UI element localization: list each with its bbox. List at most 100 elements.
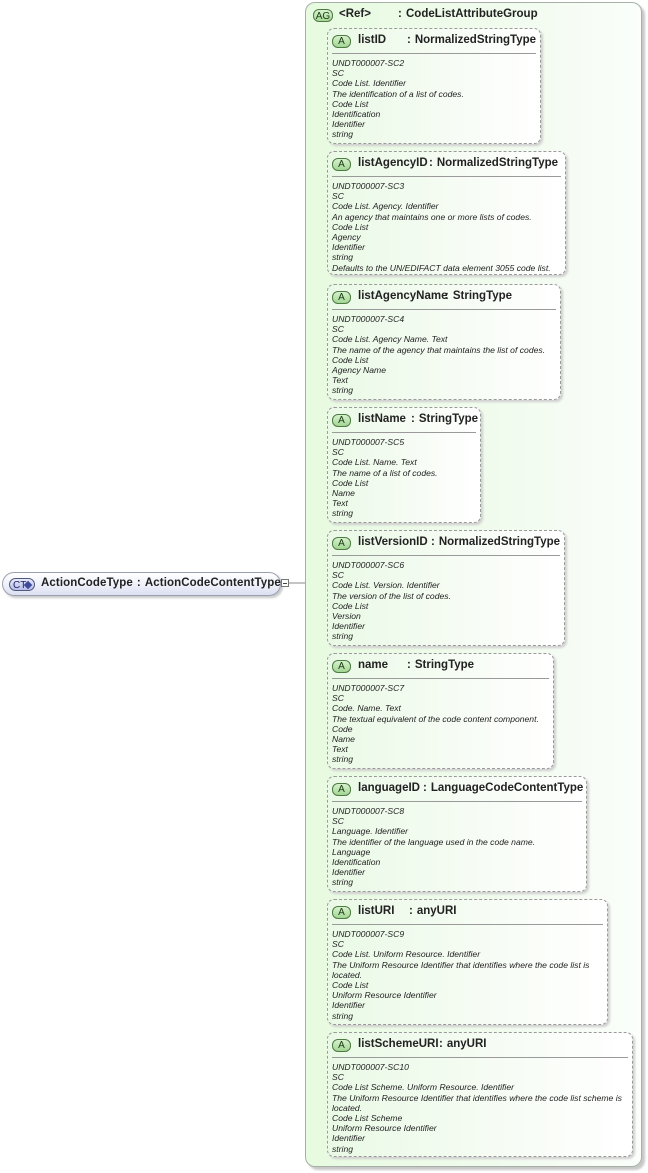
attribute-type-value: LanguageCodeContentType [430,782,584,794]
doc-line: Text [332,375,348,386]
attribute-documentation: UNDT000007-SC9 SC Code List. Uniform Res… [332,929,604,1021]
attribute-badge: A [332,158,351,171]
attribute-box[interactable]: A name :StringType UNDT000007-SC7 SC Cod… [327,653,554,769]
attribute-type: :LanguageCodeContentType [423,782,584,794]
attribute-badge: A [332,1039,351,1052]
attribute-name: listAgencyName [358,290,448,302]
doc-line: Code List [332,980,369,991]
complex-type-node[interactable]: CT ActionCodeType:ActionCodeContentType [2,572,281,596]
doc-line: string [332,129,354,140]
doc-line: Name [332,488,355,499]
doc-line: string [332,1143,354,1154]
attribute-divider [332,678,549,679]
doc-line: Uniform Resource Identifier [332,990,437,1001]
doc-line: Agency [332,232,361,243]
attribute-type-value: NormalizedStringType [436,157,559,169]
doc-line: Defaults to the UN/EDIFACT data element … [332,262,551,273]
doc-line: Language [332,846,371,857]
attribute-name: listSchemeURI [358,1038,439,1050]
attribute-divider [332,432,476,433]
doc-line: string [332,252,354,263]
doc-line: Text [332,498,348,509]
doc-line: UNDT000007-SC4 [332,314,405,324]
doc-line: Code List. Identifier [332,78,407,89]
doc-line: Identification [332,857,381,868]
complex-type-colon: : [136,577,141,589]
attribute-divider [332,176,561,177]
doc-line: Code List Scheme [332,1113,403,1124]
attribute-documentation: UNDT000007-SC4 SC Code List. Agency Name… [332,314,545,396]
doc-line: Version [332,611,361,622]
doc-line: UNDT000007-SC10 [332,1062,409,1072]
doc-line: Identification [332,109,381,120]
attribute-name: listVersionID [358,536,428,548]
doc-line: The Uniform Resource Identifier that ide… [332,1092,622,1113]
attribute-badge: A [332,291,351,304]
attribute-box[interactable]: A listID :NormalizedStringType UNDT00000… [327,28,541,144]
doc-line: SC [332,939,344,950]
attribute-type: :StringType [411,413,479,425]
complex-type-badge: CT [9,578,35,591]
attribute-box[interactable]: A listSchemeURI :anyURI UNDT000007-SC10 … [327,1032,633,1157]
attribute-name: name [358,659,389,671]
doc-line: Text [332,744,348,755]
attribute-type: :NormalizedStringType [431,536,561,548]
complex-type-badge-label: CT [13,580,27,591]
doc-line: Name [332,734,355,745]
doc-line: UNDT000007-SC9 [332,929,405,939]
attribute-box[interactable]: A listVersionID :NormalizedStringType UN… [327,530,565,646]
doc-line: UNDT000007-SC2 [332,58,405,68]
attribute-badge: A [332,414,351,427]
doc-line: Code [332,723,353,734]
attribute-badge: A [332,906,351,919]
attribute-group-ref: <Ref> [339,8,371,20]
attribute-box[interactable]: A languageID :LanguageCodeContentType UN… [327,776,587,892]
doc-line: UNDT000007-SC5 [332,437,405,447]
attribute-badge: A [332,35,351,48]
attribute-type-value: anyURI [416,905,457,917]
attribute-type: :anyURI [439,1038,487,1050]
attribute-type-value: StringType [452,290,513,302]
doc-line: The identifier of the language used in t… [332,836,536,847]
attribute-divider [332,801,582,802]
attribute-name: listID [358,34,387,46]
doc-line: Identifier [332,242,365,253]
attribute-box[interactable]: A listAgencyName :StringType UNDT000007-… [327,284,561,400]
doc-line: Code List [332,354,369,365]
attribute-name: listURI [358,905,395,917]
doc-line: SC [332,693,344,704]
doc-line: Agency Name [332,365,386,376]
doc-line: The version of the list of codes. [332,590,451,601]
doc-line: Code. Name. Text [332,703,401,714]
doc-line: SC [332,68,344,79]
attribute-box[interactable]: A listURI :anyURI UNDT000007-SC9 SC Code… [327,899,608,1025]
doc-line: UNDT000007-SC3 [332,181,405,191]
attribute-divider [332,555,560,556]
doc-line: string [332,631,354,642]
doc-line: Code List. Name. Text [332,457,417,468]
attribute-documentation: UNDT000007-SC6 SC Code List. Version. Id… [332,560,451,642]
doc-line: UNDT000007-SC7 [332,683,405,693]
attribute-type: :NormalizedStringType [407,34,537,46]
attribute-name: listName [358,413,406,425]
doc-line: Identifier [332,621,365,632]
attribute-documentation: UNDT000007-SC8 SC Language. Identifier T… [332,806,535,888]
doc-line: Identifier [332,119,365,130]
attribute-type: :NormalizedStringType [429,157,559,169]
doc-line: The identification of a list of codes. [332,88,464,99]
attribute-box[interactable]: A listName :StringType UNDT000007-SC5 SC… [327,407,481,523]
doc-line: The name of a list of codes. [332,467,438,478]
collapse-toggle-icon[interactable] [281,579,289,587]
attribute-type-value: anyURI [446,1038,487,1050]
attribute-group-colon: : [398,8,402,20]
doc-line: string [332,508,354,519]
attribute-type-value: StringType [418,413,479,425]
attribute-box[interactable]: A listAgencyID :NormalizedStringType UND… [327,151,566,275]
doc-line: UNDT000007-SC6 [332,560,405,570]
doc-line: SC [332,191,344,202]
attribute-type: :anyURI [409,905,457,917]
complex-type-base: ActionCodeContentType [144,577,281,589]
doc-line: Code List. Uniform Resource. Identifier [332,949,481,960]
doc-line: Code List Scheme. Uniform Resource. Iden… [332,1082,514,1093]
attribute-divider [332,924,603,925]
